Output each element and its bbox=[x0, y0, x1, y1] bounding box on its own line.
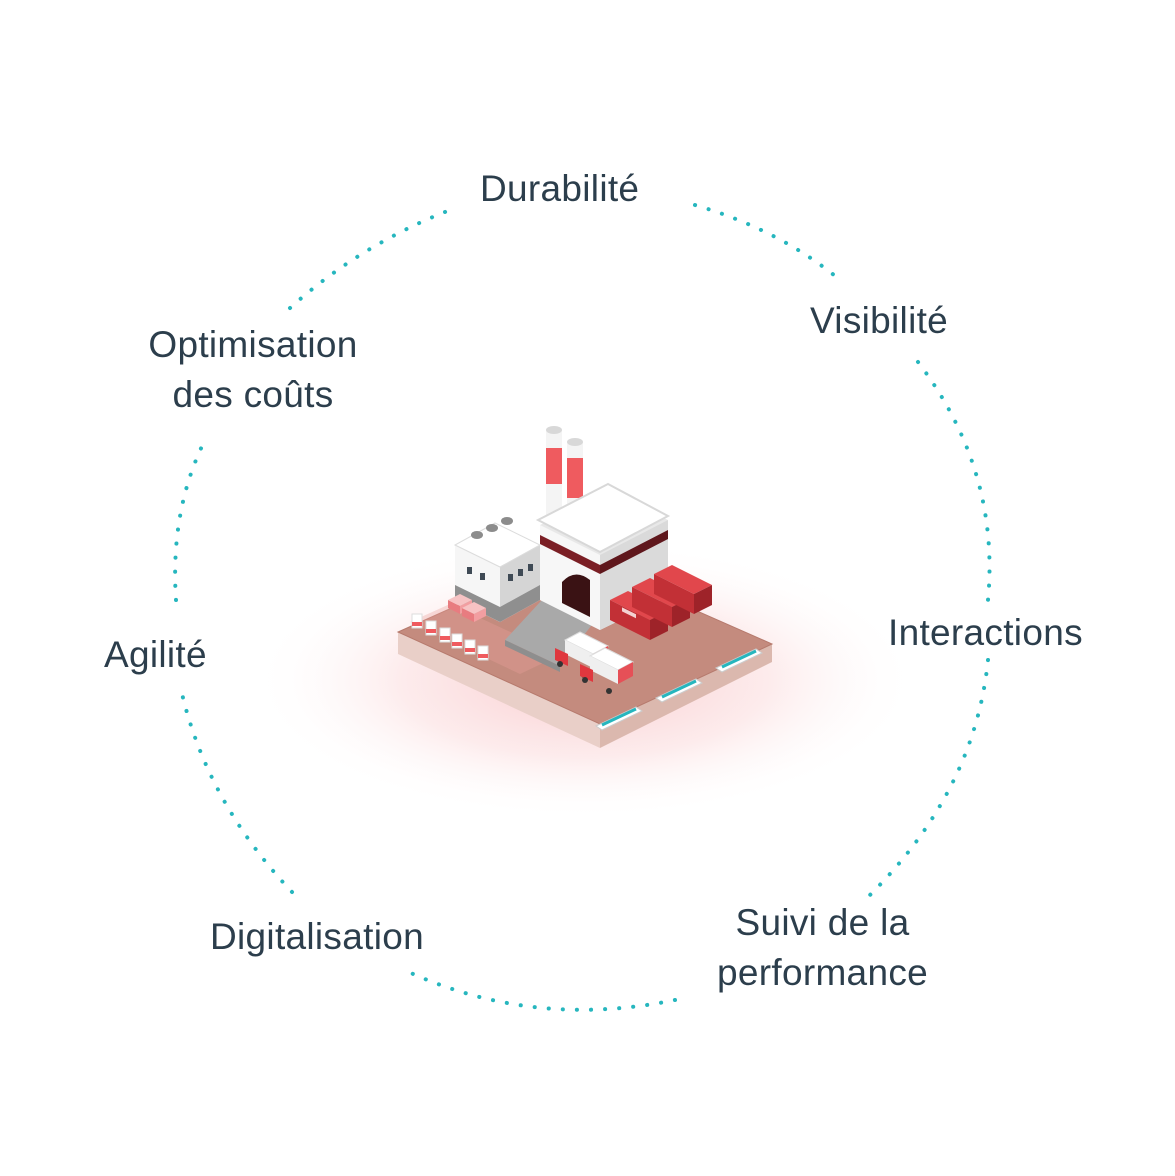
orbit-arc-left bbox=[173, 438, 207, 602]
label-agilite: Agilité bbox=[104, 634, 207, 675]
label-digitalisation: Digitalisation bbox=[210, 916, 424, 957]
label-optimisation-line1: Optimisation bbox=[148, 324, 358, 365]
label-interactions: Interactions bbox=[888, 612, 1083, 653]
label-suivi-performance: Suivi de la performance bbox=[700, 898, 945, 998]
label-suivi-line1: Suivi de la bbox=[735, 902, 910, 943]
orbit-arc-top-right bbox=[693, 203, 842, 282]
label-optimisation: Optimisation des coûts bbox=[133, 320, 373, 420]
label-suivi-line2: performance bbox=[716, 952, 928, 993]
orbit-arc-bottom bbox=[398, 966, 677, 1012]
factory-icon bbox=[396, 426, 774, 748]
label-durabilite: Durabilité bbox=[480, 168, 640, 209]
orbit-arc-top-left bbox=[288, 208, 452, 310]
orbit-arc-right bbox=[916, 360, 992, 602]
dotted-orbit bbox=[173, 203, 992, 1012]
label-optimisation-line2: des coûts bbox=[172, 374, 334, 415]
label-visibilite: Visibilité bbox=[810, 300, 949, 341]
